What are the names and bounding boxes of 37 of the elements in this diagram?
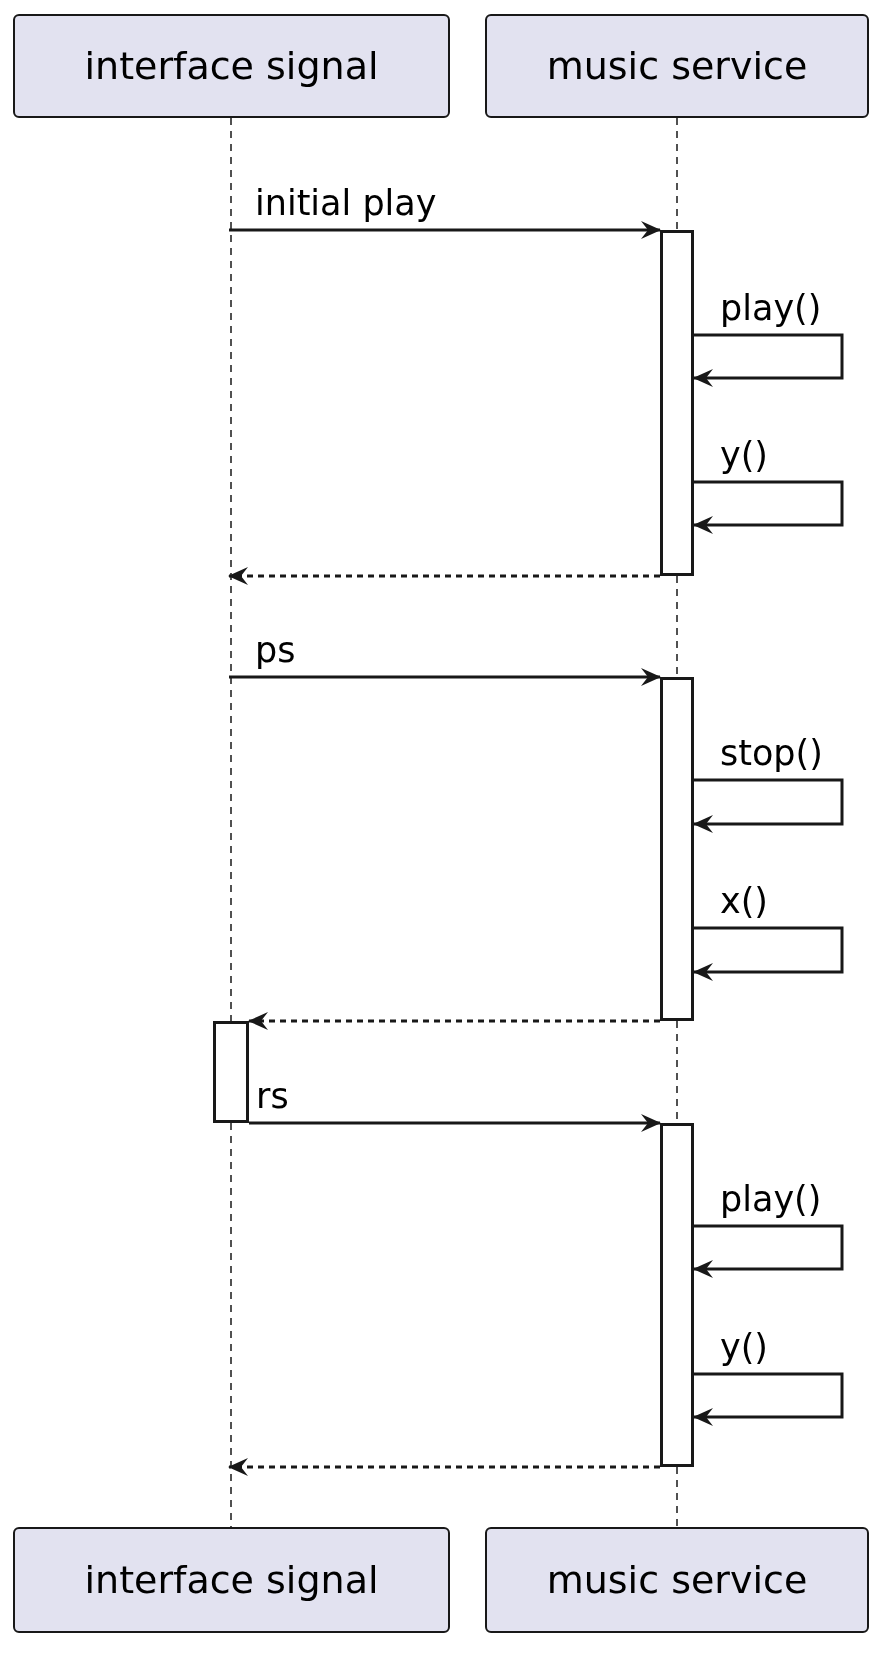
participant-name: interface signal bbox=[84, 1558, 379, 1602]
message-label: play() bbox=[720, 1182, 822, 1217]
lifeline bbox=[230, 1122, 232, 1528]
message-label: x() bbox=[720, 884, 769, 919]
return-arrow bbox=[228, 1458, 660, 1476]
self-call-arrow bbox=[693, 926, 844, 981]
message-arrow bbox=[229, 221, 661, 239]
lifeline bbox=[676, 117, 678, 231]
message-label: rs bbox=[256, 1079, 289, 1114]
participant-name: music service bbox=[546, 1558, 808, 1602]
activation-bar bbox=[660, 1123, 694, 1467]
lifeline bbox=[676, 1466, 678, 1528]
message-arrow bbox=[229, 668, 661, 686]
return-arrow bbox=[248, 1012, 660, 1030]
lifeline bbox=[230, 117, 232, 1022]
participant-box bbox=[13, 14, 450, 118]
message-arrow bbox=[249, 1114, 661, 1132]
message-label: y() bbox=[720, 1330, 769, 1365]
participant-name: music service bbox=[546, 44, 808, 88]
self-call-arrow bbox=[693, 480, 844, 534]
message-label: initial play bbox=[255, 186, 437, 221]
message-label: play() bbox=[720, 291, 822, 326]
activation-bar bbox=[213, 1021, 249, 1123]
activation-bar bbox=[660, 677, 694, 1021]
participant-box bbox=[13, 1527, 450, 1633]
participant-name: interface signal bbox=[84, 44, 379, 88]
self-call-arrow bbox=[693, 333, 844, 387]
self-call-arrow bbox=[693, 1372, 844, 1426]
message-label: y() bbox=[720, 438, 769, 473]
self-call-arrow bbox=[693, 1224, 844, 1278]
message-label: stop() bbox=[720, 736, 823, 771]
activation-bar bbox=[660, 230, 694, 576]
participant-box bbox=[485, 14, 869, 118]
message-label: ps bbox=[255, 633, 296, 668]
return-arrow bbox=[228, 567, 660, 585]
participant-box bbox=[485, 1527, 869, 1633]
self-call-arrow bbox=[693, 778, 844, 833]
